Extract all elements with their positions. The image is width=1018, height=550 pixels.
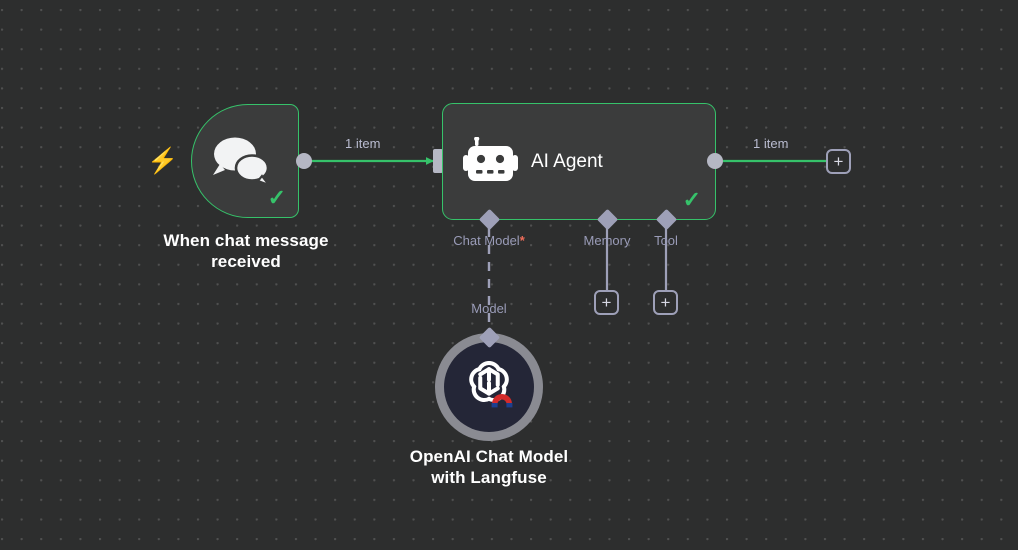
agent-success-check-icon: ✓ [682,187,701,212]
node-ai-agent[interactable]: AI Agent ✓ [442,103,716,220]
node-openai-chat-model-with-langfuse[interactable] [435,333,543,441]
node-when-chat-message-received[interactable]: ✓ [191,104,299,218]
trigger-output-port[interactable] [296,153,312,169]
add-tool-node-button[interactable]: + [653,290,678,315]
agent-port-label-chat-model: Chat Model* [453,233,525,248]
trigger-node-caption: When chat message received [163,231,329,271]
chat-model-required-asterisk: * [519,233,525,248]
openai-node-caption: OpenAI Chat Model with Langfuse [409,447,569,487]
agent-input-port[interactable] [433,149,443,173]
connection-label-model: Model [471,301,507,316]
agent-output-port[interactable] [707,153,723,169]
add-node-after-agent-button[interactable]: + [826,149,851,174]
agent-node-title: AI Agent [531,151,603,172]
trigger-success-check-icon: ✓ [267,185,286,210]
agent-port-label-memory: Memory [583,233,631,248]
add-memory-node-button[interactable]: + [594,290,619,315]
connection-label-agent-to-next: 1 item [753,136,789,151]
trigger-bolt-icon: ⚡ [147,147,179,175]
connection-label-trigger-to-agent: 1 item [345,136,381,151]
agent-port-label-tool: Tool [654,233,678,248]
